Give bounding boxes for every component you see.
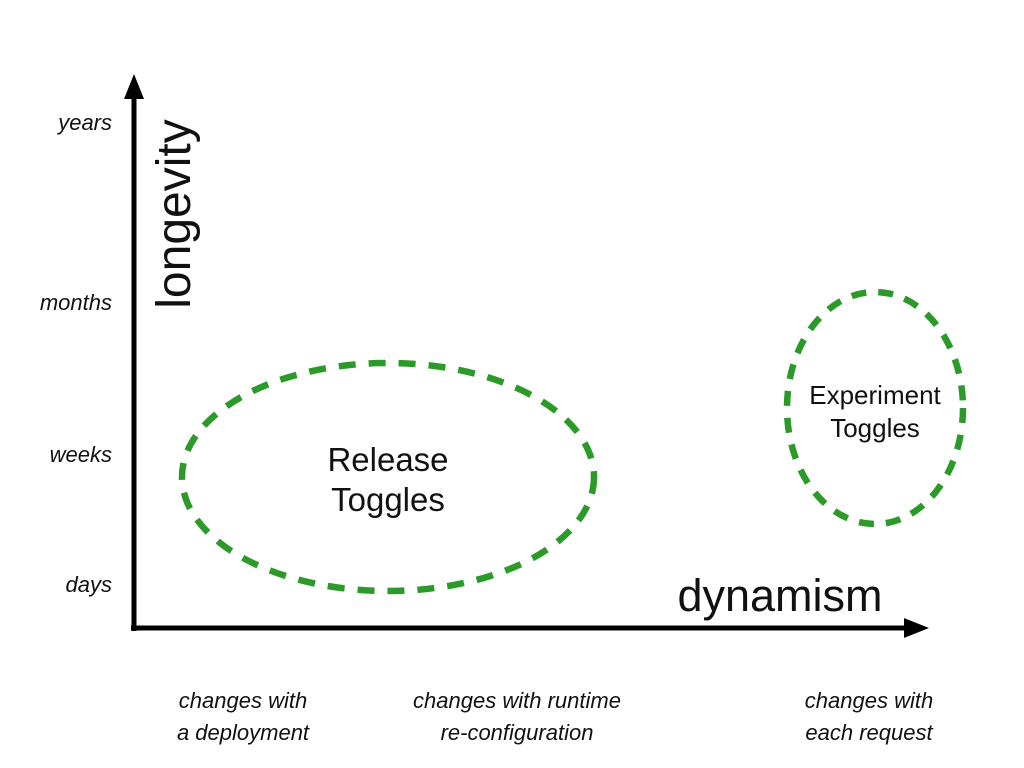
y-tick-years: years [58,110,112,135]
x-tick-request-line2: each request [805,720,933,745]
x-tick-runtime-line1: changes with runtime [413,688,621,713]
x-tick-deployment-line1: changes with [178,688,308,713]
x-tick-runtime-line2: re-configuration [440,720,594,745]
y-axis-title: longevity [148,119,201,309]
release-toggles-label: Release Toggles [238,440,538,520]
experiment-toggles-region-ellipse [783,288,967,528]
x-tick-deployment-line2: a deployment [176,720,310,745]
experiment-toggles-label-line2: Toggles [830,413,920,443]
y-axis-arrowhead-icon [124,74,144,99]
x-tick-deployment: changes with a deployment [113,685,373,749]
x-tick-runtime-reconfiguration: changes with runtime re-configuration [357,685,677,749]
release-toggles-label-line1: Release [327,441,449,478]
release-toggles-label-line2: Toggles [331,481,445,518]
y-tick-months: months [39,290,112,315]
x-axis-arrowhead-icon [904,618,929,638]
y-tick-weeks: weeks [49,442,112,467]
x-tick-request-line1: changes with [804,688,934,713]
experiment-toggles-label: Experiment Toggles [765,379,985,445]
y-tick-days: days [65,572,112,597]
x-axis-title: dynamism [677,570,883,621]
experiment-toggles-label-line1: Experiment [809,380,941,410]
x-tick-each-request: changes with each request [739,685,999,749]
release-toggles-region-ellipse [178,359,598,595]
